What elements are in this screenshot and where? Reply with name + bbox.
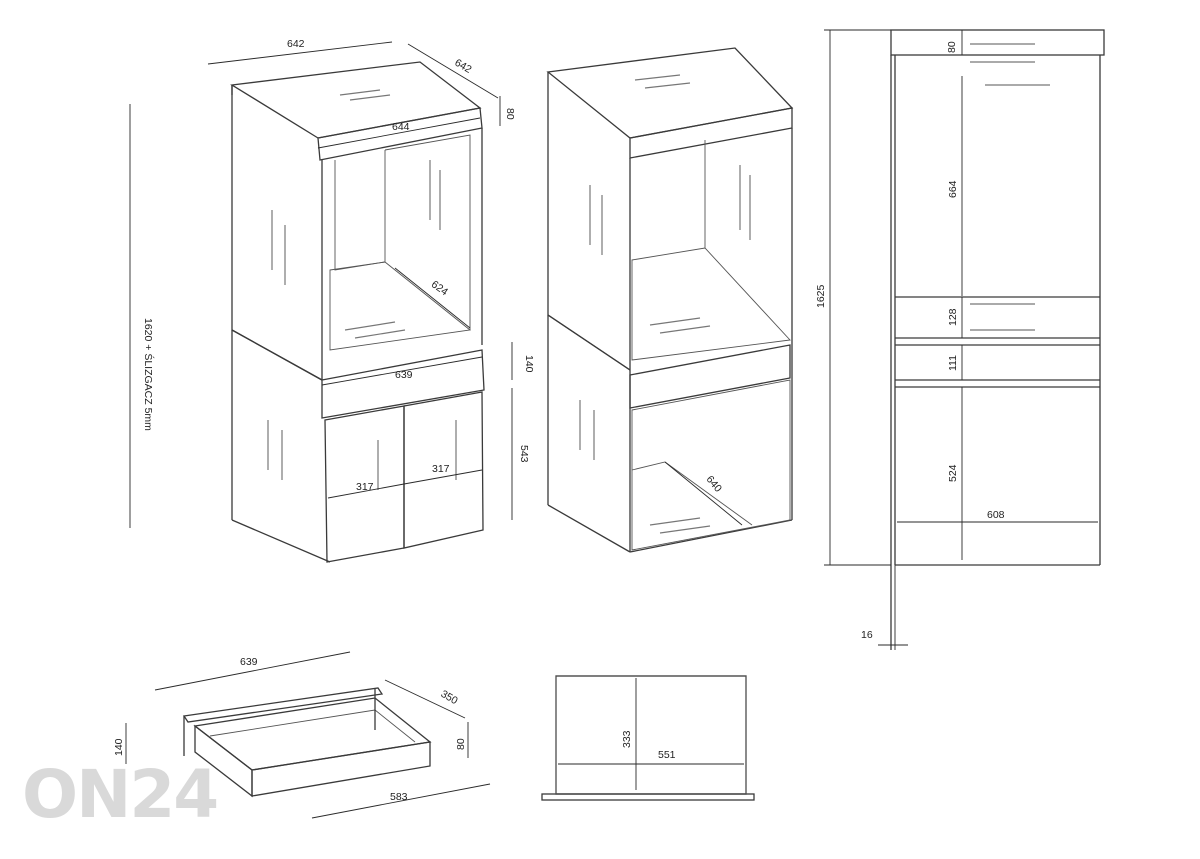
dim-side-total-h: 1625 [815, 284, 827, 308]
cabinet-view-with-doors: 642 642 80 644 624 1620 + ŚLIZGACZ 5mm 6… [129, 38, 535, 563]
dim-drawer-top-depth: 333 [621, 730, 633, 748]
dim-side-top-h: 80 [946, 41, 958, 53]
dim-lower-depth: 640 [704, 474, 725, 495]
drawer-top-view: 333 551 [541, 675, 755, 801]
dim-side-shelf-h: 128 [947, 308, 959, 326]
dim-inner-depth: 624 [429, 278, 450, 298]
cabinet-side-elevation: 80 664 128 111 524 608 1625 16 [815, 29, 1105, 650]
dim-drawer-top-width: 551 [658, 749, 676, 761]
dim-door-left: 317 [356, 481, 374, 493]
dim-top-panel-h: 80 [504, 108, 516, 120]
cabinet-view-open: 640 [546, 47, 794, 553]
dim-drawer-depth: 350 [439, 688, 460, 707]
dim-total-height: 1620 + ŚLIZGACZ 5mm [142, 318, 155, 431]
dim-drawer-height: 140 [113, 738, 125, 756]
dim-drawer-h: 140 [523, 355, 535, 373]
dim-front-width: 644 [392, 121, 410, 133]
dim-side-lower-h: 524 [947, 464, 959, 482]
dim-lower-h: 543 [518, 445, 530, 463]
dim-side-inner-width: 608 [987, 509, 1005, 521]
dim-side-foot: 16 [861, 629, 873, 641]
dim-side-drawer-h: 111 [947, 355, 959, 371]
dim-drawer-width: 639 [395, 369, 413, 381]
dim-drawer-bottom-w: 583 [390, 791, 408, 803]
dim-door-right: 317 [432, 463, 450, 475]
brand-watermark: ON24 [22, 756, 219, 833]
dim-drawer-side-h: 80 [455, 738, 467, 750]
dim-drawer-width: 639 [240, 656, 258, 668]
dim-side-upper-h: 664 [947, 180, 959, 198]
dim-width-top: 642 [287, 38, 305, 50]
